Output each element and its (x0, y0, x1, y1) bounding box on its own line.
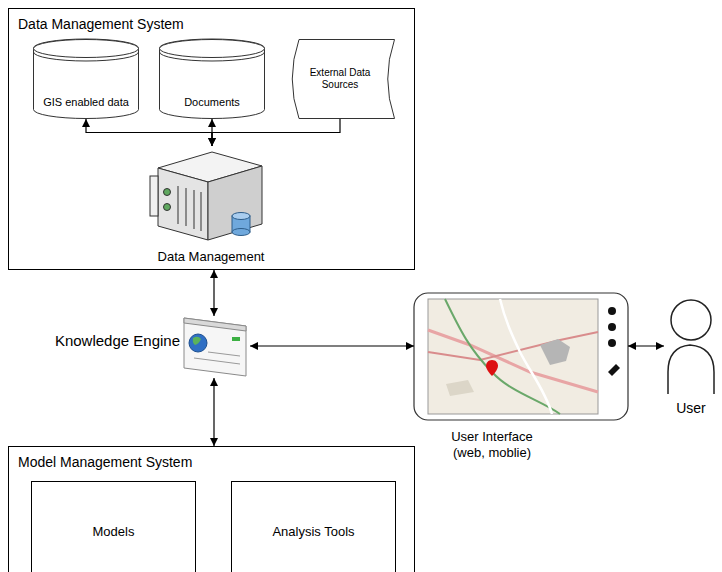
node-label: Data Management (158, 249, 265, 264)
tablet-button (608, 339, 616, 347)
user-head (671, 300, 711, 340)
connector (212, 119, 340, 146)
window-icon (184, 318, 246, 376)
engine-node: Knowledge Engine (18, 316, 250, 378)
window-frame (184, 318, 246, 376)
connector (86, 119, 212, 146)
map-marker (486, 360, 498, 376)
server-led (164, 204, 171, 211)
node-label: Analysis Tools (272, 524, 354, 539)
node-label: External Data Sources (305, 67, 375, 92)
server-front (158, 168, 208, 240)
tablet-pen (608, 364, 620, 376)
server-side (208, 166, 262, 240)
process-box: Analysis Tools (231, 481, 396, 572)
map-river (445, 299, 560, 414)
connector (213, 270, 214, 316)
stored-data-shape: External Data Sources (285, 39, 395, 119)
map-area (540, 339, 570, 365)
node-label: Knowledge Engine (55, 332, 180, 349)
server-slot (186, 188, 187, 226)
interface-node: User Interface (web, moblie) (414, 293, 628, 463)
connector (250, 345, 414, 346)
node-label: User Interface (web, moblie) (436, 429, 548, 462)
window-button (232, 337, 240, 341)
node-label: Documents (184, 96, 240, 108)
cylinder-top (160, 40, 265, 58)
database-icon-top (232, 213, 250, 220)
actor-node: User (664, 296, 718, 418)
map-area (446, 380, 474, 396)
stored-data-path (292, 40, 394, 119)
connector (213, 378, 214, 446)
window-line (208, 352, 240, 356)
database-icon-bottom (232, 229, 250, 236)
window-titlebar (184, 318, 246, 331)
window-line (194, 358, 240, 364)
system-panel: Model Management SystemModels Analysis To… (8, 446, 415, 572)
server-node: Data Management (141, 146, 281, 267)
cylinder-body (160, 39, 265, 119)
cylinder-top (34, 40, 139, 58)
globe (189, 334, 207, 352)
map-street (500, 299, 552, 414)
server-bracket (150, 176, 158, 216)
panel-heading: Model Management System (9, 447, 414, 477)
connector (628, 345, 664, 346)
map-screen (428, 299, 598, 414)
node-label: User (676, 400, 706, 416)
server-slot (178, 186, 179, 224)
node-label: GIS enabled data (43, 96, 129, 108)
process-box: Models (31, 481, 196, 572)
user-icon (668, 300, 714, 394)
user-body (668, 345, 714, 394)
cylinder-rim (160, 52, 265, 61)
database-cylinder: GIS enabled data (33, 39, 139, 119)
tablet-button (608, 307, 616, 315)
cylinder-body (34, 39, 139, 119)
server-icon (150, 152, 262, 240)
server-slot (194, 190, 195, 229)
tablet-icon (414, 293, 628, 420)
database-cylinder: Documents (159, 39, 265, 119)
server-led (164, 189, 171, 196)
server-slot (201, 192, 202, 231)
globe-land (193, 337, 201, 345)
tablet-button (608, 323, 616, 331)
cylinder-rim (34, 52, 139, 61)
tablet-frame (414, 293, 628, 420)
system-panel: Data Management SystemGIS enabled data Do… (8, 8, 415, 270)
node-label: Models (93, 524, 135, 539)
panel-heading: Data Management System (9, 9, 414, 39)
